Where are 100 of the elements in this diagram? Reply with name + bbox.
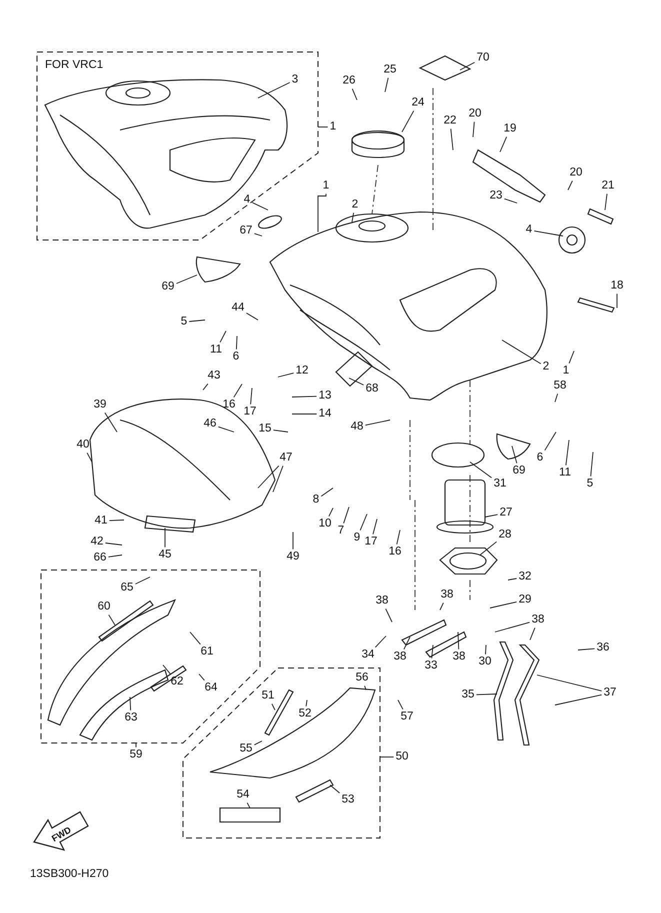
callout-number: 16 bbox=[388, 545, 402, 559]
callout-number: 48 bbox=[350, 420, 364, 434]
leader-line bbox=[504, 198, 518, 204]
callout-number: 6 bbox=[232, 350, 240, 364]
dashed-group-box bbox=[37, 52, 318, 240]
callout-number: 12 bbox=[294, 364, 310, 378]
callout-number: 6 bbox=[536, 451, 544, 465]
leader-line bbox=[272, 430, 288, 432]
callout-number: 10 bbox=[318, 517, 332, 531]
leader-line bbox=[440, 602, 444, 610]
leader-line bbox=[198, 674, 205, 681]
leader-line bbox=[565, 440, 570, 466]
callout-number: 15 bbox=[258, 422, 272, 436]
leader-line bbox=[470, 462, 492, 478]
callout-number: 1 bbox=[562, 364, 570, 378]
leader-line bbox=[236, 336, 238, 350]
leader-line bbox=[348, 378, 364, 386]
leader-line bbox=[578, 648, 596, 650]
leader-line bbox=[246, 802, 250, 808]
leader-line bbox=[554, 694, 602, 706]
direction-label: FWD bbox=[50, 824, 73, 844]
callout-number: 42 bbox=[90, 535, 104, 549]
leader-line bbox=[450, 128, 454, 150]
callout-number: 68 bbox=[364, 382, 380, 396]
leader-line bbox=[202, 383, 208, 390]
callout-number: 23 bbox=[488, 189, 504, 203]
leader-line bbox=[384, 77, 389, 92]
leader-line bbox=[104, 542, 122, 546]
leader-line bbox=[108, 614, 116, 626]
callout-number: 54 bbox=[236, 788, 250, 802]
callout-number: 5 bbox=[180, 315, 188, 329]
leader-line bbox=[480, 541, 498, 556]
dashed-group-box bbox=[183, 668, 380, 838]
callout-number: 49 bbox=[286, 550, 300, 564]
leader-line bbox=[508, 578, 518, 580]
leader-line bbox=[398, 700, 404, 710]
callout-number: 44 bbox=[230, 301, 246, 315]
leader-line bbox=[476, 694, 498, 696]
leader-line bbox=[534, 230, 564, 236]
callout-number: 38 bbox=[392, 650, 408, 664]
callout-number: 50 bbox=[394, 750, 410, 764]
leader-line bbox=[252, 202, 268, 210]
callout-number: 30 bbox=[478, 655, 492, 669]
callout-number: 69 bbox=[512, 464, 526, 478]
leader-line bbox=[396, 530, 400, 545]
callout-number: 36 bbox=[596, 641, 610, 655]
callout-number: 40 bbox=[76, 438, 90, 452]
leader-line bbox=[403, 636, 410, 650]
callout-number: 5 bbox=[586, 477, 594, 491]
callout-number: 16 bbox=[222, 398, 236, 412]
leader-line bbox=[108, 520, 124, 522]
callout-number: 60 bbox=[96, 600, 112, 614]
callout-number: 13 bbox=[318, 389, 332, 403]
leader-line bbox=[328, 508, 334, 517]
callout-number: 11 bbox=[209, 343, 223, 357]
leader-line bbox=[130, 696, 132, 711]
leader-line bbox=[554, 393, 558, 402]
leader-line bbox=[190, 632, 201, 645]
callout-number: 46 bbox=[202, 417, 218, 431]
callout-number: 66 bbox=[92, 551, 108, 565]
callout-number: 29 bbox=[518, 593, 532, 607]
callout-number: 27 bbox=[498, 506, 514, 520]
callout-number: 20 bbox=[468, 107, 482, 121]
callout-number: 2 bbox=[350, 198, 360, 212]
leader-line bbox=[250, 388, 252, 405]
leader-line bbox=[502, 340, 542, 364]
callout-number: 38 bbox=[440, 588, 454, 602]
leader-line bbox=[320, 488, 334, 497]
callout-number: 57 bbox=[400, 710, 414, 724]
leader-line bbox=[330, 784, 340, 794]
callout-number: 56 bbox=[354, 671, 370, 685]
callout-number: 32 bbox=[518, 570, 532, 584]
leader-line bbox=[292, 396, 318, 398]
callout-number: 25 bbox=[382, 63, 398, 77]
callout-number: 47 bbox=[278, 451, 294, 465]
leader-line bbox=[494, 622, 530, 632]
leader-line bbox=[246, 312, 258, 320]
callout-number: 67 bbox=[238, 224, 254, 238]
callout-number: 26 bbox=[342, 74, 356, 88]
callout-number: 31 bbox=[492, 477, 508, 491]
callout-number: 37 bbox=[602, 686, 618, 700]
leader-line bbox=[292, 532, 294, 550]
leader-line bbox=[176, 274, 198, 284]
leader-line bbox=[188, 320, 206, 322]
leader-line bbox=[472, 121, 475, 138]
callout-number: 35 bbox=[460, 688, 476, 702]
leader-line bbox=[385, 608, 392, 622]
callout-number: 1 bbox=[328, 120, 338, 134]
callout-number: 43 bbox=[206, 369, 222, 383]
callout-number: 28 bbox=[498, 528, 512, 542]
leader-line bbox=[568, 180, 573, 190]
callout-number: 39 bbox=[92, 398, 108, 412]
callout-number: 33 bbox=[424, 659, 438, 673]
callout-number: 7 bbox=[336, 524, 346, 538]
callout-number: 19 bbox=[502, 122, 518, 136]
callout-number: 17 bbox=[364, 535, 378, 549]
leader-line bbox=[278, 372, 294, 378]
group-heading: FOR VRC1 bbox=[45, 59, 104, 71]
callout-number: 52 bbox=[298, 707, 312, 721]
leader-line bbox=[431, 644, 434, 659]
